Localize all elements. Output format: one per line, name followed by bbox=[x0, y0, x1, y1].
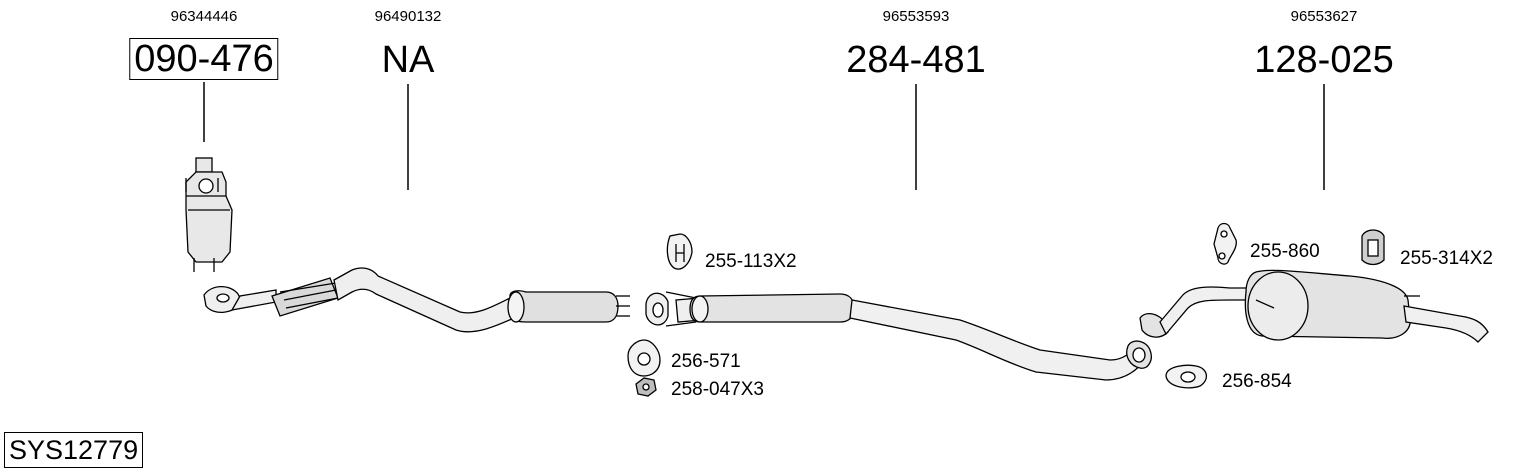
part-number-1: 090-476 bbox=[129, 38, 279, 80]
hanger-bracket-icon bbox=[1213, 222, 1237, 265]
centre-silencer bbox=[689, 293, 1152, 381]
part-number-4: 128-025 bbox=[1254, 39, 1394, 81]
rubber-mount-icon bbox=[1361, 229, 1385, 266]
rear-silencer bbox=[1139, 269, 1489, 343]
nut-icon bbox=[635, 377, 657, 397]
oe-number-2: 96490132 bbox=[374, 8, 442, 25]
gasket-oval-icon bbox=[1165, 364, 1207, 389]
oe-number-4: 96553627 bbox=[1290, 8, 1358, 25]
rubber-hanger-icon bbox=[666, 233, 693, 270]
accessory-label-bracket: 255-860 bbox=[1250, 241, 1320, 262]
accessory-label-hanger: 255-113X2 bbox=[705, 251, 797, 272]
oe-number-1: 96344446 bbox=[170, 8, 238, 25]
accessory-label-gasket: 256-571 bbox=[671, 351, 741, 372]
centre-pipe-front bbox=[507, 290, 630, 323]
part-number-2: NA bbox=[381, 39, 435, 81]
system-id-badge: SYS12779 bbox=[4, 432, 144, 468]
oe-number-3: 96553593 bbox=[882, 8, 950, 25]
accessory-label-oval-gasket: 256-854 bbox=[1222, 371, 1292, 392]
accessory-label-nut: 258-047X3 bbox=[671, 379, 764, 400]
gasket-icon bbox=[627, 339, 661, 377]
front-pipe bbox=[203, 267, 515, 333]
catalytic-converter bbox=[185, 157, 233, 272]
part-number-3: 284-481 bbox=[846, 39, 986, 81]
accessory-label-mount: 255-314X2 bbox=[1400, 248, 1493, 269]
